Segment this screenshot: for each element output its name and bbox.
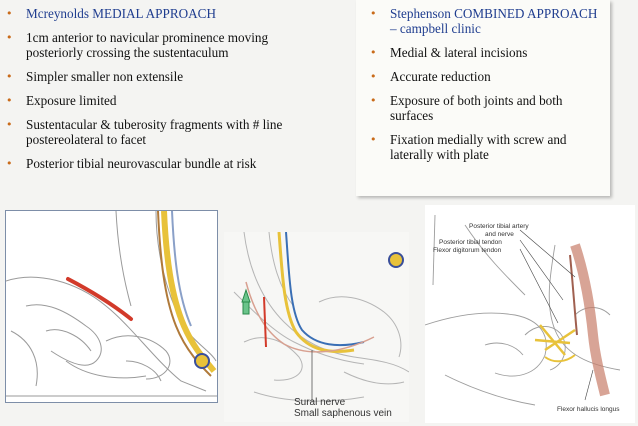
- right-text-frame: [356, 0, 610, 196]
- list-item: •Fixation medially with screw and latera…: [370, 132, 567, 162]
- list-item: •Exposure limited: [6, 93, 117, 108]
- bullet-icon: •: [6, 94, 13, 107]
- small-saphenous-vein-label: Small saphenous vein: [294, 408, 392, 419]
- bullet-icon: •: [6, 70, 13, 83]
- flexor-hallucis-longus-label: Flexor hallucis longus: [557, 406, 620, 413]
- left-bullet-list: • Mcreynolds MEDIAL APPROACH •1cm anterio…: [6, 6, 316, 180]
- combined-approach-title: Stephenson COMBINED APPROACH – campbell …: [390, 6, 598, 36]
- flexor-digitorum-tendon-label: Flexor digitorum tendon: [433, 247, 502, 254]
- list-item: • Stephenson COMBINED APPROACH – campbell…: [370, 6, 606, 36]
- list-item: •Posterior tibial neurovascular bundle a…: [6, 156, 257, 171]
- lateral-incision-figure: Sural nerve Small saphenous vein: [224, 232, 409, 422]
- bullet-icon: •: [370, 46, 377, 59]
- sural-nerve-label: Sural nerve: [294, 397, 346, 408]
- bullet-icon: •: [370, 70, 377, 83]
- list-item: •Exposure of both joints and both surfac…: [370, 93, 563, 123]
- bullet-icon: •: [6, 31, 13, 44]
- bullet-icon: •: [370, 133, 377, 146]
- posterior-tibial-tendon-label: Posterior tibial tendon: [439, 239, 502, 246]
- right-bullet-list: • Stephenson COMBINED APPROACH – campbell…: [370, 6, 606, 171]
- foot-medial-sketch: [6, 211, 217, 397]
- list-item: •1cm anterior to navicular prominence mo…: [6, 30, 269, 60]
- list-item: •Sustentacular & tuberosity fragments wi…: [6, 117, 283, 147]
- bullet-icon: •: [6, 118, 13, 131]
- list-item: •Medial & lateral incisions: [370, 45, 528, 60]
- bullet-icon: •: [6, 157, 13, 170]
- and-nerve-label: and nerve: [485, 231, 514, 238]
- list-item: • Mcreynolds MEDIAL APPROACH: [6, 6, 316, 21]
- posterior-tibial-artery-label: Posterior tibial artery: [469, 223, 529, 230]
- medial-incision-figure: [5, 210, 218, 403]
- medial-approach-title: Mcreynolds MEDIAL APPROACH: [26, 6, 217, 21]
- list-item: •Accurate reduction: [370, 69, 491, 84]
- ankle-medial-sketch: [425, 214, 621, 406]
- bullet-icon: •: [370, 94, 377, 107]
- bullet-icon: •: [370, 7, 377, 20]
- bullet-icon: •: [6, 7, 13, 20]
- posterior-tibial-figure: Posterior tibial artery and nerve Poster…: [425, 205, 635, 423]
- list-item: •Simpler smaller non extensile: [6, 69, 184, 84]
- foot-lateral-sketch: [233, 232, 409, 402]
